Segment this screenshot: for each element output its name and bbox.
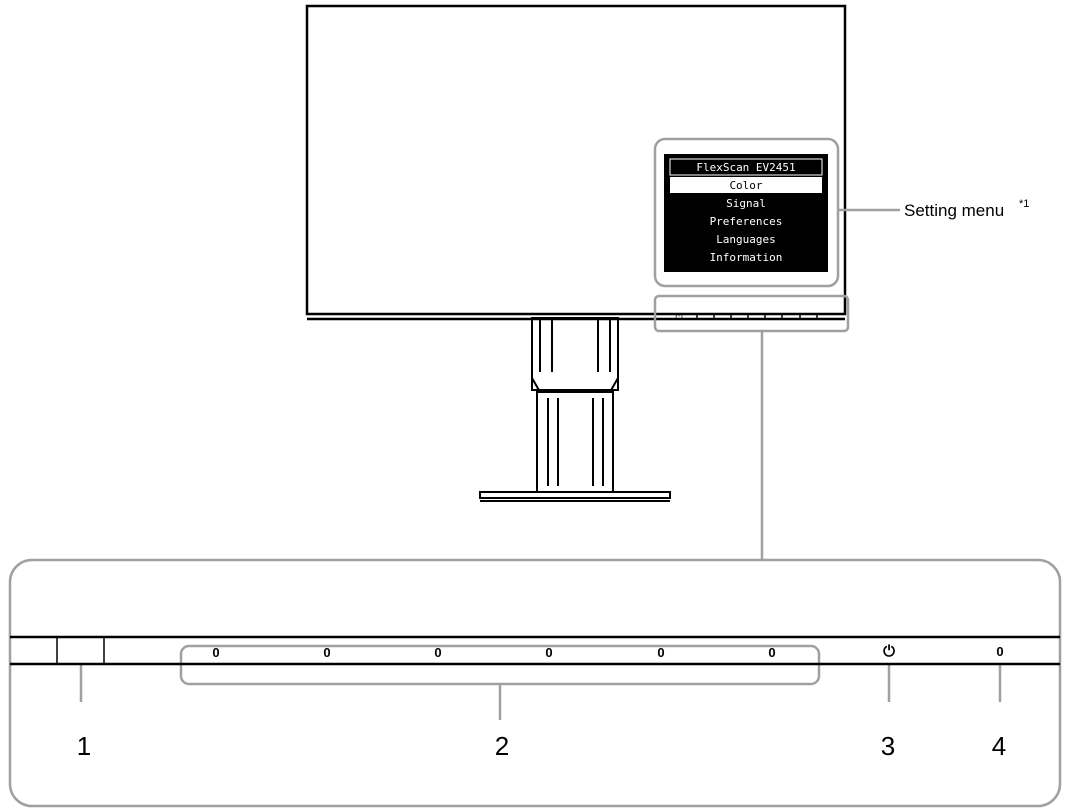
zoom-panel-frame	[8, 558, 1062, 808]
osd-menu-title-bar	[669, 158, 823, 176]
osd-menu-item[interactable]: Color	[729, 179, 762, 192]
touch-key-mark[interactable]: 0	[545, 645, 552, 660]
monitor-stand	[531, 317, 619, 493]
osd-menu-item[interactable]: Information	[710, 251, 783, 264]
osd-menu-item[interactable]: Languages	[716, 233, 776, 246]
monitor-base	[479, 491, 671, 502]
setting-menu-label: Setting menu	[904, 201, 1004, 220]
label-1: 1	[77, 731, 91, 761]
label-2: 2	[495, 731, 509, 761]
front-panel-enlarged: 0 0 0 0 0 0 ⏻ 0	[10, 635, 1060, 666]
osd-callout-box	[653, 137, 840, 288]
label-4: 4	[992, 731, 1006, 761]
footnote-marker: *1	[1019, 198, 1029, 210]
power-button-icon[interactable]: ⏻	[883, 642, 895, 660]
monitor: ⏻ FlexScan EV2451 Color Signal Preferenc…	[305, 4, 847, 502]
touch-key-mark[interactable]: 0	[434, 645, 441, 660]
touch-key-mark[interactable]: 0	[212, 645, 219, 660]
osd-menu-title: FlexScan EV2451	[696, 161, 795, 174]
touch-key-mark[interactable]: 0	[657, 645, 664, 660]
osd-menu-item-highlight	[670, 177, 822, 193]
osd-setting-menu: FlexScan EV2451 Color Signal Preferences…	[664, 154, 828, 272]
osd-menu-item[interactable]: Signal	[726, 197, 766, 210]
bezel-button-marks	[696, 314, 818, 318]
label-3: 3	[881, 731, 895, 761]
brightness-sensor	[56, 636, 105, 665]
bezel-power-icon: ⏻	[675, 312, 682, 323]
touch-key-mark[interactable]: 0	[768, 645, 775, 660]
power-indicator-mark: 0	[996, 644, 1003, 659]
osd-menu-item[interactable]: Preferences	[710, 215, 783, 228]
touch-key-mark[interactable]: 0	[323, 645, 330, 660]
button-area-callout-box	[653, 294, 850, 333]
